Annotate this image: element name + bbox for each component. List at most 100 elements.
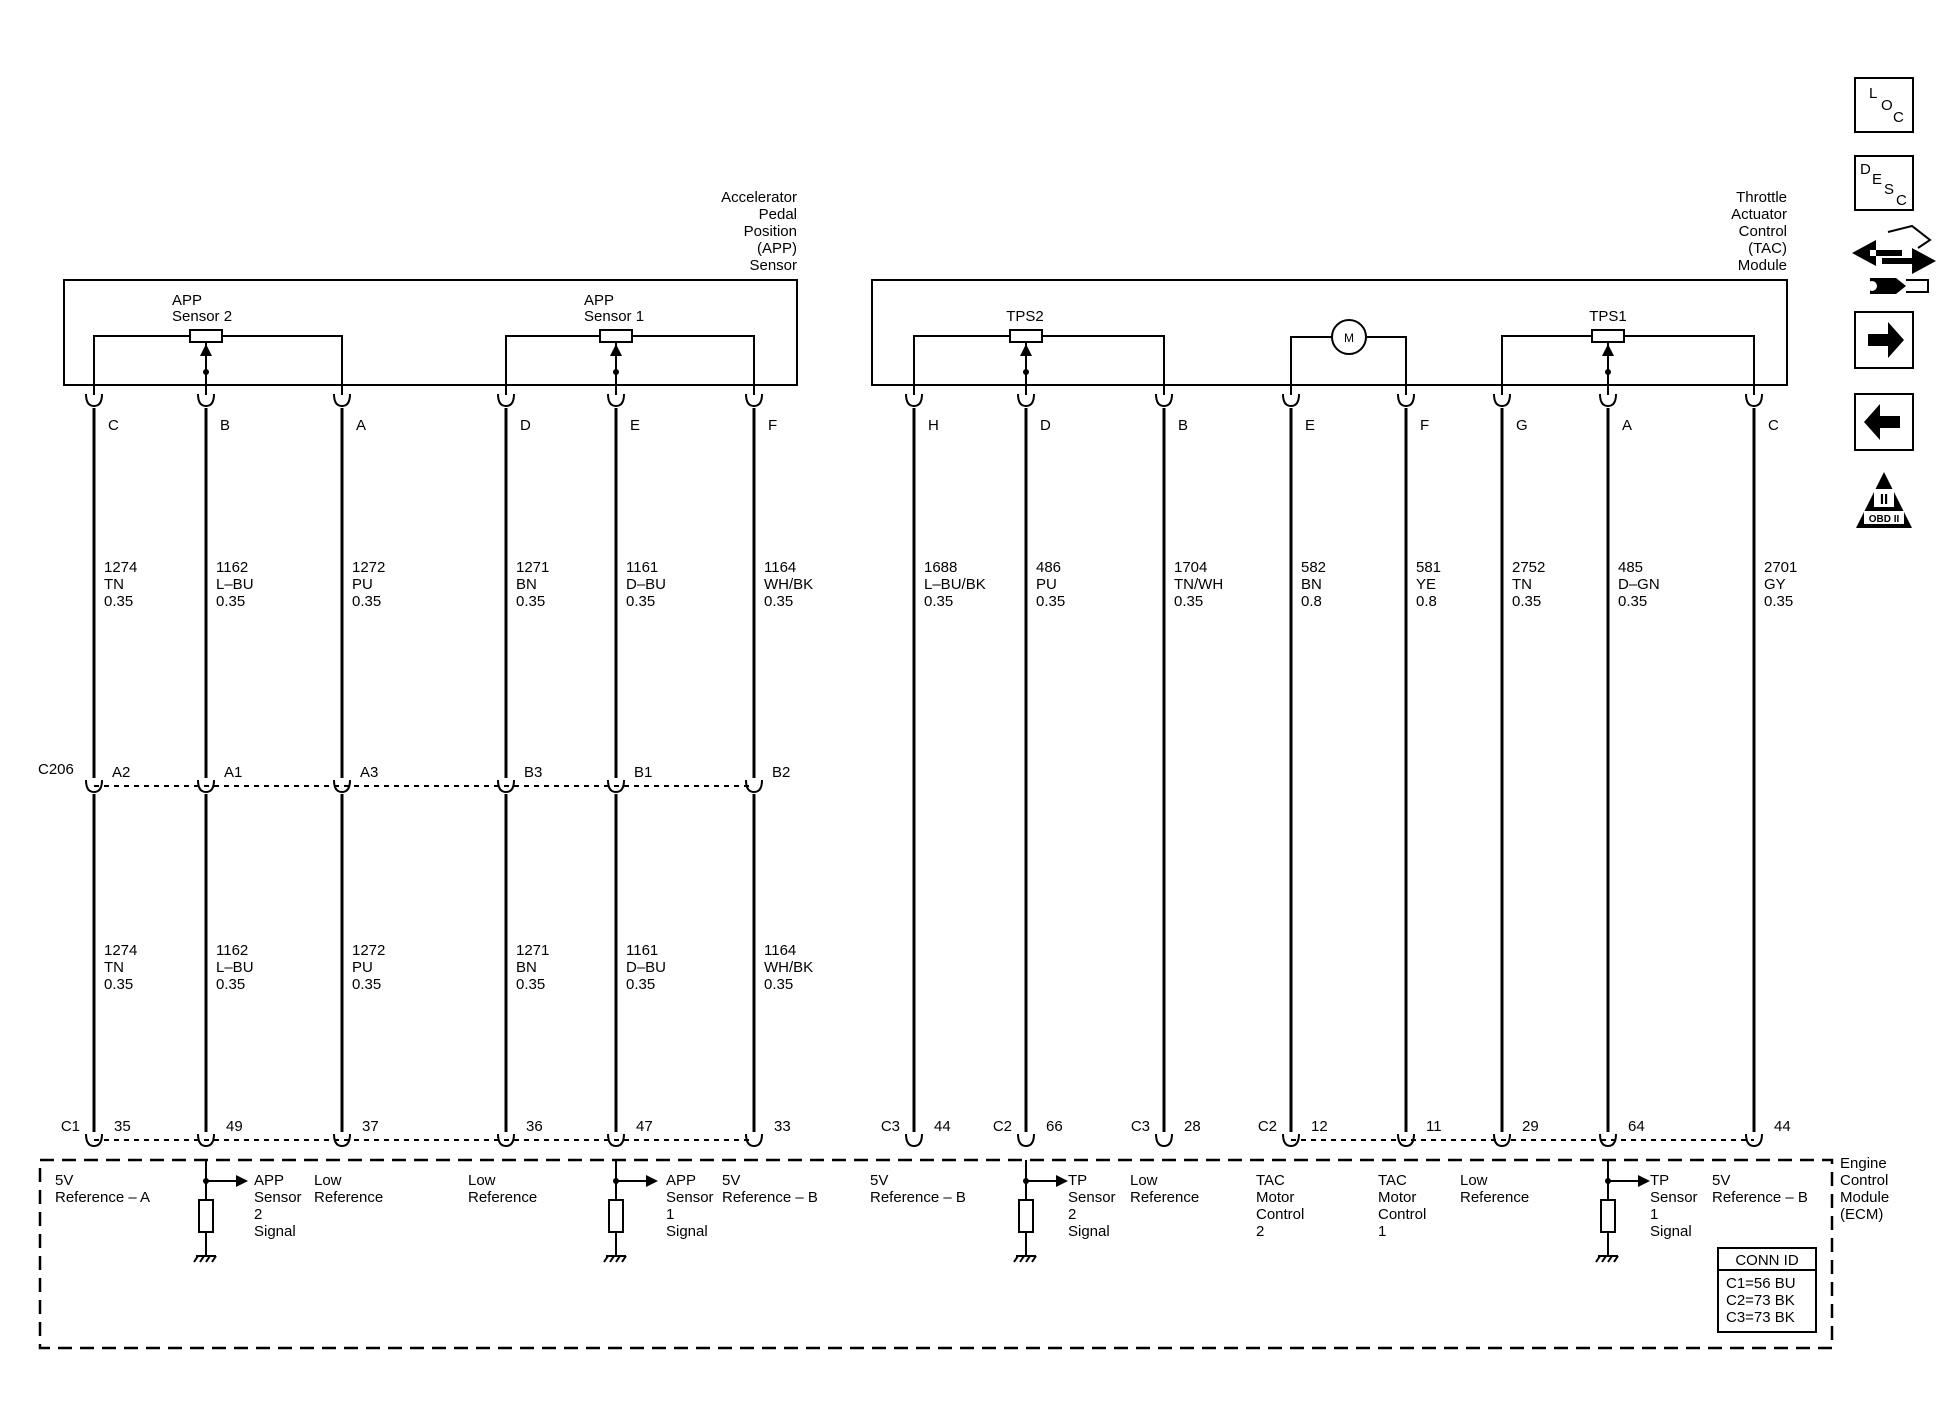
module-pin-terminal — [1745, 393, 1763, 408]
ecm-function-label: 1 — [1650, 1206, 1658, 1223]
ecm-pin-number: 64 — [1628, 1118, 1645, 1135]
location-icon-button[interactable]: L O C — [1854, 77, 1914, 133]
ecm-function-label: Low — [314, 1172, 342, 1189]
module-pin-letter: E — [1305, 417, 1315, 434]
svg-text:(APP): (APP) — [757, 240, 797, 257]
wire-label-upper: 1274 — [104, 559, 137, 576]
app-sensor-box — [63, 279, 798, 386]
ecm-pin-terminal — [1155, 1133, 1173, 1148]
module-pin-terminal — [1282, 393, 1300, 408]
module-pin-terminal — [1599, 393, 1617, 408]
c206-pin-label: B2 — [772, 764, 790, 781]
wire-label-upper: PU — [352, 576, 373, 593]
ecm-function-label: 1 — [666, 1206, 674, 1223]
ecm-pin-terminal — [905, 1133, 923, 1148]
module-pin-terminal — [333, 393, 351, 408]
obd-ii-icon-button[interactable]: II OBD II — [1856, 472, 1912, 528]
module-pin-terminal — [197, 393, 215, 408]
ecm-function-label: Sensor — [1068, 1189, 1116, 1206]
ecm-pin-number: 36 — [526, 1118, 543, 1135]
ecm-function-label: Reference — [1460, 1189, 1529, 1206]
wire-label-upper: L–BU/BK — [924, 576, 986, 593]
ecm-connector-label: C3 — [881, 1118, 900, 1135]
wire-label-upper: 486 — [1036, 559, 1061, 576]
wire-label-upper: 2701 — [1764, 559, 1797, 576]
wire-label-upper: 1272 — [352, 559, 385, 576]
wire-label-lower: 1272 — [352, 942, 385, 959]
wire-label-upper: 1162 — [216, 559, 248, 576]
wire-label-upper: 0.35 — [104, 593, 133, 610]
svg-text:Position: Position — [744, 223, 797, 240]
app-sensor-1-label: APP Sensor 1 — [584, 292, 644, 325]
module-pin-terminal — [497, 393, 515, 408]
ecm-connector-label: C3 — [1131, 1118, 1150, 1135]
ecm-connector-label: C2 — [993, 1118, 1012, 1135]
ecm-connector-label: C2 — [1258, 1118, 1277, 1135]
c206-pin-label: A2 — [112, 764, 130, 781]
wire-label-upper: 0.35 — [924, 593, 953, 610]
svg-text:Control: Control — [1739, 223, 1787, 240]
tp-sensor-2-signal-circuit — [1013, 1160, 1068, 1263]
c206-pin-label: A1 — [224, 764, 242, 781]
c206-pin-label: B1 — [634, 764, 652, 781]
ecm-function-label: TAC — [1256, 1172, 1285, 1189]
svg-text:Throttle: Throttle — [1736, 189, 1787, 206]
wire-label-lower: 1164 — [764, 942, 796, 959]
wire-label-lower: 0.35 — [352, 976, 381, 993]
ecm-function-label: 5V — [55, 1172, 73, 1189]
wire-circuit: BA11162L–BU0.351162L–BU0.3549APPSensor2S… — [197, 393, 302, 1240]
module-pin-letter: C — [1768, 417, 1779, 434]
ecm-pin-terminal — [85, 1133, 103, 1148]
wire-label-upper: 2752 — [1512, 559, 1545, 576]
tps1-potentiometer — [1501, 329, 1755, 395]
loc-letter-3: C — [1893, 109, 1904, 126]
wire-label-upper: YE — [1416, 576, 1436, 593]
wire-label-upper: 0.8 — [1301, 593, 1322, 610]
wire-label-upper: 0.35 — [1512, 593, 1541, 610]
ecm-function-label: 5V — [1712, 1172, 1730, 1189]
module-pin-letter: B — [1178, 417, 1188, 434]
module-pin-letter: B — [220, 417, 230, 434]
motor-symbol-label: M — [1344, 331, 1354, 345]
ecm-function-label: Reference – A — [55, 1189, 150, 1206]
wire-label-upper: 1688 — [924, 559, 957, 576]
wire-label-lower: L–BU — [216, 959, 254, 976]
svg-text:Control: Control — [1840, 1172, 1888, 1189]
back-arrow-icon-button[interactable] — [1854, 393, 1914, 451]
ecm-pin-number: 33 — [774, 1118, 791, 1135]
wire-label-upper: 0.35 — [216, 593, 245, 610]
ecm-pin-terminal — [1745, 1133, 1763, 1148]
connector-wrench-icon[interactable] — [1852, 224, 1936, 294]
wire-label-upper: 0.35 — [352, 593, 381, 610]
wire-label-lower: 0.35 — [216, 976, 245, 993]
wire-label-lower: 0.35 — [516, 976, 545, 993]
ecm-function-label: APP — [254, 1172, 284, 1189]
ecm-function-label: Sensor — [666, 1189, 714, 1206]
wire-label-lower: 0.35 — [626, 976, 655, 993]
next-arrow-icon-button[interactable] — [1854, 311, 1914, 369]
wire-label-upper: 1704 — [1174, 559, 1207, 576]
c206-pin-terminal — [85, 779, 103, 794]
wire-label-lower: 0.35 — [764, 976, 793, 993]
module-pin-terminal — [905, 393, 923, 408]
ecm-function-label: Reference – B — [1712, 1189, 1808, 1206]
ecm-pin-number: 12 — [1311, 1118, 1328, 1135]
wire-label-upper: GY — [1764, 576, 1786, 593]
module-pin-terminal — [1017, 393, 1035, 408]
loc-letter-2: O — [1881, 97, 1893, 114]
module-pin-terminal — [85, 393, 103, 408]
wire-label-lower: BN — [516, 959, 537, 976]
ecm-function-label: Signal — [254, 1223, 296, 1240]
ecm-pin-number: 37 — [362, 1118, 379, 1135]
module-pin-letter: F — [1420, 417, 1429, 434]
wire-label-upper: L–BU — [216, 576, 254, 593]
ecm-function-label: Signal — [1650, 1223, 1692, 1240]
description-icon-button[interactable]: D E S C — [1854, 155, 1914, 211]
wire-label-lower: D–BU — [626, 959, 666, 976]
ecm-function-label: Control — [1378, 1206, 1426, 1223]
